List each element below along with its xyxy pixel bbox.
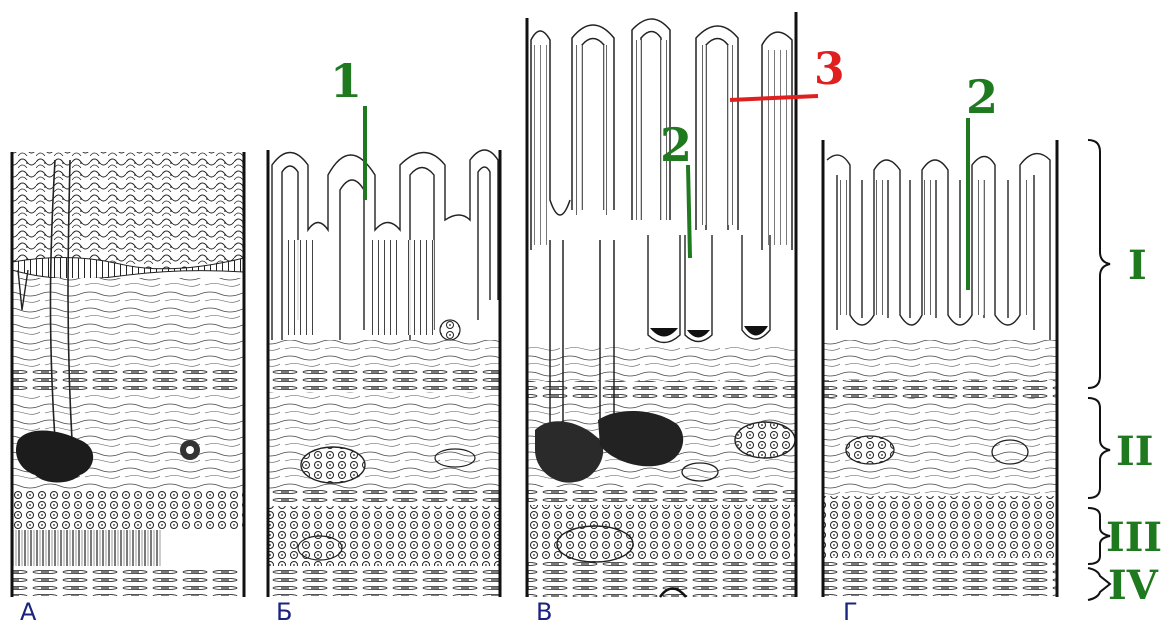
- pointer-label-2-panel-d: 2: [966, 74, 998, 120]
- panel-letter-c: В: [536, 598, 552, 626]
- panel-d-drawing: [823, 140, 1057, 597]
- panel-letter-b: Б: [276, 598, 292, 626]
- layer-label-i: I: [1128, 246, 1147, 286]
- pointer-label-3: 3: [814, 48, 845, 92]
- layer-label-iii: III: [1106, 518, 1162, 558]
- panel-b-drawing: [268, 150, 500, 597]
- panel-letter-d: Г: [843, 598, 858, 626]
- pointer-label-2-panel-c: 2: [660, 122, 692, 168]
- layer-label-ii: II: [1116, 432, 1153, 472]
- panel-letter-a: А: [20, 598, 36, 626]
- panel-a-drawing: [12, 152, 244, 597]
- pointer-label-1: 1: [330, 58, 362, 104]
- layer-label-iv: IV: [1108, 566, 1158, 606]
